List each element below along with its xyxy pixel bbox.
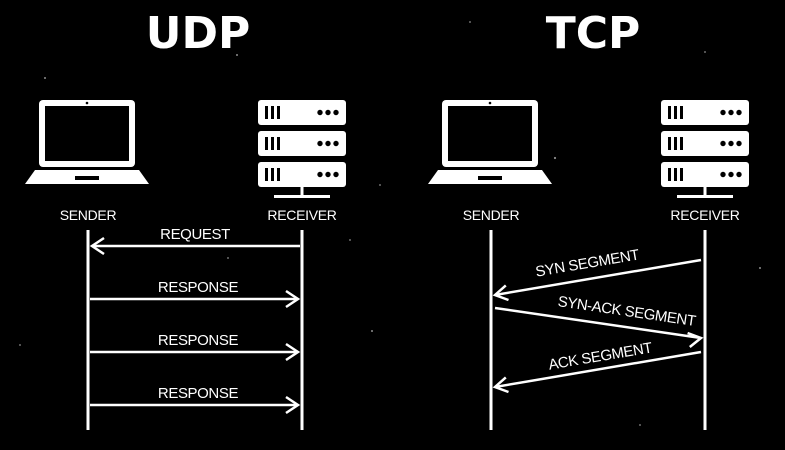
udp-message-arrow	[90, 289, 301, 309]
tcp-receiver-server-icon	[661, 100, 749, 198]
tcp-title: TCP	[546, 8, 641, 59]
tcp-message-arrow	[492, 258, 702, 302]
tcp-message-label: SYN-ACK SEGMENT	[557, 293, 697, 330]
tcp-message-arrow	[494, 306, 704, 348]
udp-receiver-label: RECEIVER	[267, 207, 336, 223]
background-dots	[19, 21, 761, 426]
udp-message-label: RESPONSE	[158, 332, 239, 349]
udp-title: UDP	[146, 8, 251, 59]
udp-panel: UDP SENDER RECEIVER REQUEST RESPONSE RES…	[25, 8, 346, 430]
udp-message-label: REQUEST	[160, 226, 230, 243]
udp-receiver-server-icon	[258, 100, 346, 198]
tcp-panel: TCP SENDER RECEIVER SYN SEGMENT SYN-ACK …	[428, 8, 749, 430]
tcp-message-arrow	[492, 350, 702, 394]
tcp-sender-label: SENDER	[463, 207, 520, 223]
udp-sender-laptop-icon	[25, 100, 149, 184]
tcp-receiver-label: RECEIVER	[670, 207, 739, 223]
tcp-message-label: SYN SEGMENT	[534, 246, 640, 280]
udp-message-arrow	[90, 395, 301, 415]
udp-message-label: RESPONSE	[158, 385, 239, 402]
udp-message-arrow	[89, 236, 300, 256]
tcp-sender-laptop-icon	[428, 100, 552, 184]
udp-sender-label: SENDER	[60, 207, 117, 223]
udp-message-label: RESPONSE	[158, 279, 239, 296]
udp-message-arrow	[90, 342, 301, 362]
